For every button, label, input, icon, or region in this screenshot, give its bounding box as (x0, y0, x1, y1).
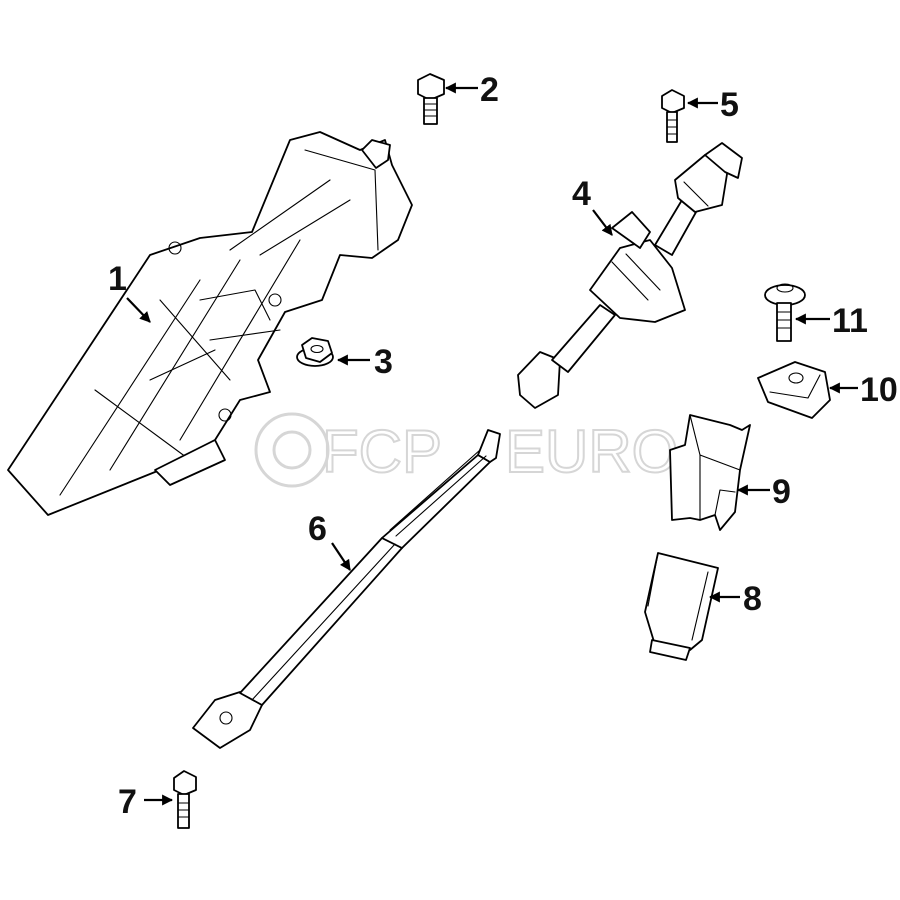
watermark-logo-icon (254, 412, 330, 488)
callout-3: 3 (374, 343, 393, 381)
callout-7: 7 (118, 783, 137, 821)
steering-column-housing (7, 131, 413, 516)
callout-labels: 1 2 3 4 5 6 7 8 9 10 11 (108, 71, 898, 821)
leader-lines (126, 82, 858, 806)
bolt-7 (173, 770, 197, 829)
callout-11: 11 (832, 302, 868, 340)
watermark-logo-inner-icon (272, 430, 312, 470)
leader-4 (592, 209, 613, 236)
watermark-brand-suffix: EURO (505, 418, 678, 485)
control-module (644, 552, 719, 661)
leader-6 (331, 542, 351, 571)
nut-3 (296, 337, 334, 367)
bolt-2 (417, 73, 445, 125)
lower-shaft (192, 429, 501, 749)
callout-2: 2 (480, 71, 499, 109)
watermark-brand: FCP (322, 418, 442, 485)
leader-1 (126, 297, 151, 323)
callout-6: 6 (308, 510, 327, 548)
bolt-5 (661, 89, 685, 143)
intermediate-shaft (517, 142, 743, 409)
callout-9: 9 (772, 473, 791, 511)
callout-4: 4 (572, 175, 591, 213)
callout-5: 5 (720, 86, 739, 124)
screw-11 (764, 283, 806, 342)
callout-10: 10 (860, 371, 898, 409)
callout-1: 1 (108, 260, 127, 298)
callout-8: 8 (743, 580, 762, 618)
watermark: FCP EURO (254, 412, 679, 488)
bracket-9 (669, 414, 751, 531)
clip-10 (757, 361, 831, 419)
